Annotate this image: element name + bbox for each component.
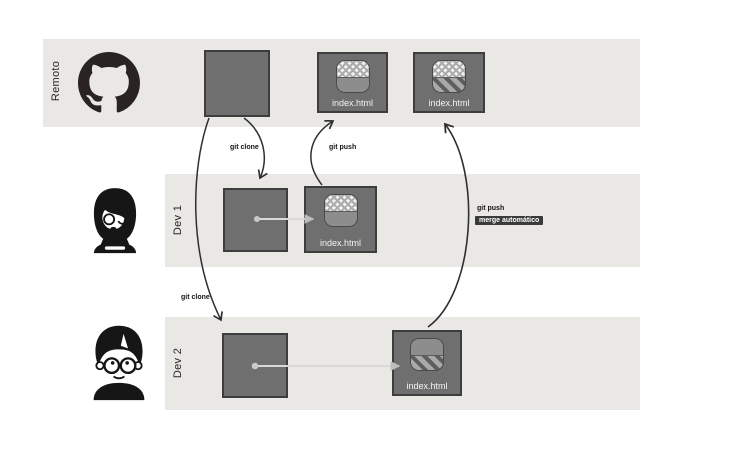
dev2-repo-box-modified: index.html — [392, 330, 462, 396]
dev1-repo-box-empty — [223, 188, 288, 252]
github-octocat-icon — [78, 52, 140, 113]
index-file-icon — [335, 60, 370, 93]
file-icon-bottom-stripes — [411, 355, 443, 370]
file-name-label: index.html — [319, 238, 362, 248]
file-icon-top-solid — [411, 339, 443, 356]
git-clone-label-dev2: git clone — [181, 294, 210, 301]
index-file-icon — [410, 338, 444, 371]
dev2-lane-label: Dev 2 — [172, 347, 184, 379]
index-file-icon — [432, 60, 466, 93]
file-icon-top-pattern — [433, 61, 465, 77]
remote-repo-box-empty — [204, 50, 270, 117]
dev1-lane-label: Dev 1 — [172, 204, 184, 236]
remote-repo-box-v1: index.html — [317, 52, 388, 113]
remote-lane-label: Remoto — [50, 60, 62, 102]
dev2-repo-box-empty — [222, 333, 288, 398]
file-name-label: index.html — [331, 98, 374, 108]
file-icon-bottom-stripes — [433, 76, 465, 92]
git-push-label-dev2: git push — [477, 205, 505, 212]
git-clone-label-dev1: git clone — [230, 144, 259, 151]
merge-badge: merge automático — [475, 216, 544, 225]
dev2-avatar — [93, 325, 145, 401]
file-name-label: index.html — [428, 98, 470, 108]
dev1-avatar — [93, 188, 137, 254]
file-icon-top-pattern — [336, 61, 369, 77]
index-file-icon — [323, 194, 358, 227]
dev1-repo-box-v1: index.html — [304, 186, 377, 253]
file-name-label: index.html — [406, 381, 448, 391]
file-icon-bottom-solid — [324, 210, 357, 226]
file-icon-top-pattern — [324, 195, 357, 211]
git-push-label-dev1: git push — [329, 144, 357, 151]
file-icon-bottom-solid — [336, 76, 369, 92]
remote-repo-box-merged: index.html — [413, 52, 485, 113]
